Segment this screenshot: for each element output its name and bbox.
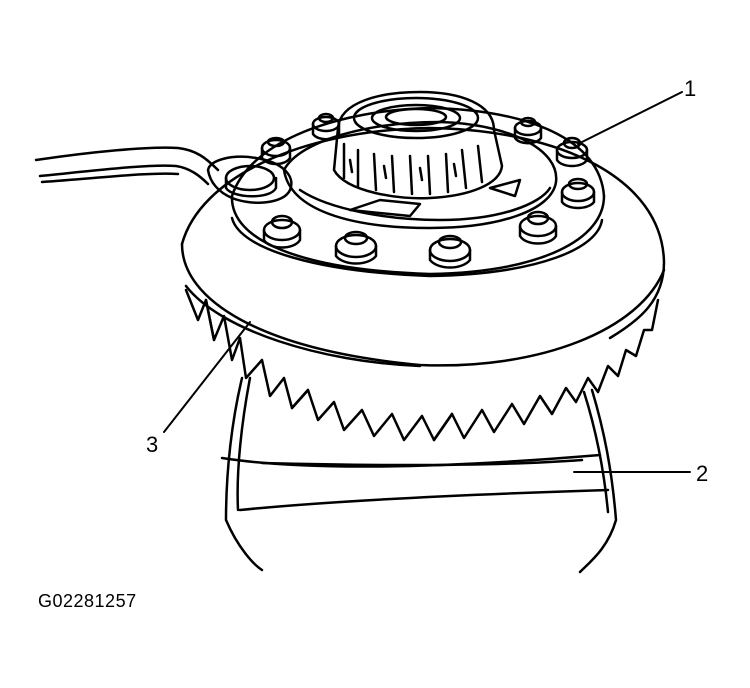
leader-line-1 xyxy=(577,91,683,145)
bolt xyxy=(428,234,472,269)
callout-1: 1 xyxy=(684,76,696,101)
callout-2: 2 xyxy=(696,461,708,486)
leader-line-3 xyxy=(163,321,251,433)
carrier-flange xyxy=(230,106,606,278)
bolt-circle xyxy=(260,112,596,269)
vise-icon xyxy=(220,376,618,574)
figure-id: G02281257 xyxy=(38,591,137,611)
bolt xyxy=(513,116,543,145)
ring-gear-icon xyxy=(180,126,666,442)
bolt xyxy=(518,210,558,245)
callout-3: 3 xyxy=(146,432,158,457)
bolt xyxy=(262,214,302,249)
wrench-icon xyxy=(34,146,293,204)
bolt xyxy=(560,177,596,210)
leader-lines xyxy=(163,91,691,473)
bearing-icon xyxy=(332,90,504,200)
bolt xyxy=(334,230,378,265)
